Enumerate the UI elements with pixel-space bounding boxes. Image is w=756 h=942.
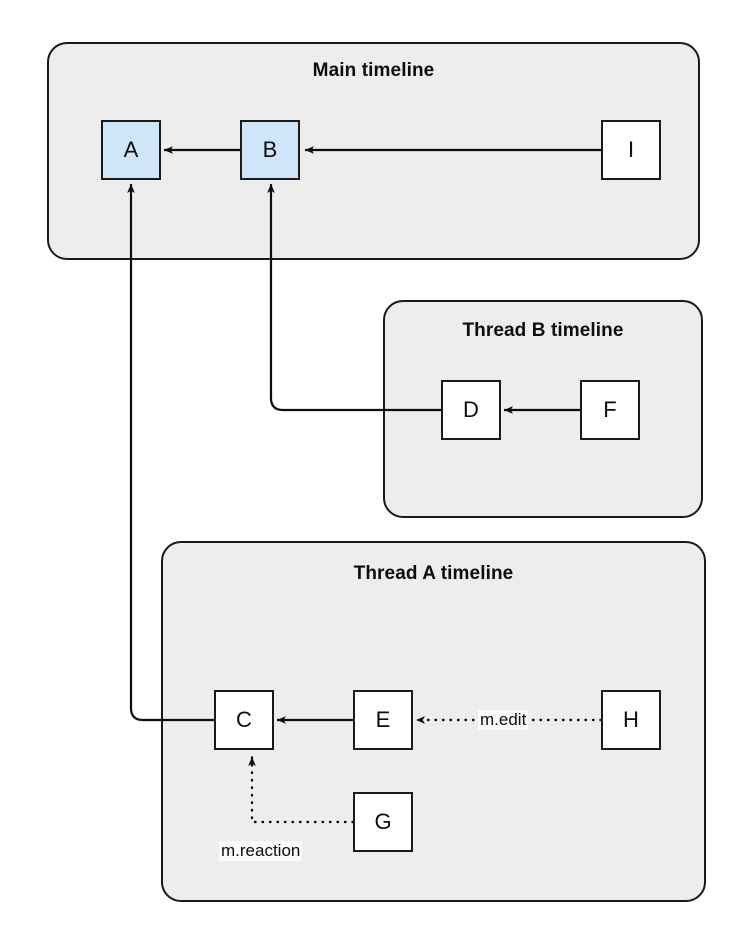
event-label-g: G <box>374 809 392 834</box>
event-label-b: B <box>262 137 278 162</box>
event-box-i[interactable]: I <box>601 120 661 180</box>
group-thread-b-timeline: Thread B timeline <box>383 300 703 518</box>
event-box-e[interactable]: E <box>353 690 413 750</box>
group-title-main: Main timeline <box>312 60 435 81</box>
edge-label-m-edit: m.edit <box>478 710 529 730</box>
event-box-f[interactable]: F <box>580 380 640 440</box>
group-title-thread-a: Thread A timeline <box>353 563 514 584</box>
event-box-a[interactable]: A <box>101 120 161 180</box>
event-box-d[interactable]: D <box>441 380 501 440</box>
group-title-thread-b: Thread B timeline <box>462 320 624 341</box>
event-label-h: H <box>623 707 639 732</box>
event-box-c[interactable]: C <box>214 690 274 750</box>
event-label-i: I <box>627 137 635 162</box>
edge-label-m-reaction: m.reaction <box>219 841 303 861</box>
event-label-c: C <box>236 707 252 732</box>
event-box-g[interactable]: G <box>353 792 413 852</box>
event-label-d: D <box>463 397 479 422</box>
event-box-b[interactable]: B <box>240 120 300 180</box>
event-label-a: A <box>123 137 139 162</box>
event-label-f: F <box>603 397 617 422</box>
event-label-e: E <box>375 707 391 732</box>
event-box-h[interactable]: H <box>601 690 661 750</box>
